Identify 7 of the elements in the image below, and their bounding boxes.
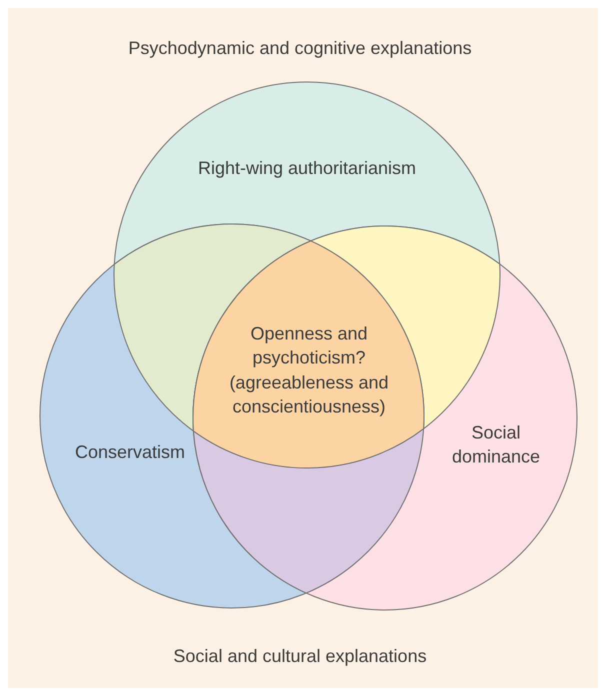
region-label: Openness and psychoticism? [249, 322, 369, 370]
region-label: Right-wing authoritarianism [196, 156, 418, 180]
explanation-label: Psychodynamic and cognitive explanations [128, 36, 472, 60]
region-label: Conservatism [74, 440, 186, 464]
region-note: (agreeableness and conscientiousness) [228, 371, 390, 418]
explanation-label: Social and cultural explanations [173, 644, 427, 668]
region-label: Social dominance [450, 422, 542, 469]
